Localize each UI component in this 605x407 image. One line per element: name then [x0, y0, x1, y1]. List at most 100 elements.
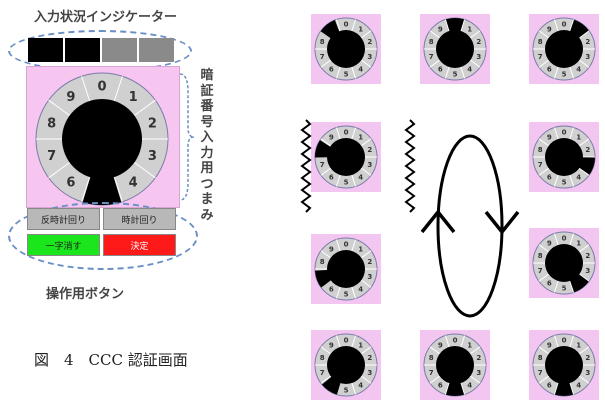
dial-divider	[361, 30, 372, 39]
dial-core[interactable]	[545, 346, 583, 384]
dial-digit-3: 3	[367, 369, 372, 377]
pin-dial[interactable]: 0123456789	[30, 70, 174, 208]
dial-digit-4: 4	[576, 66, 581, 74]
dial-digit-0: 0	[562, 129, 567, 137]
dial-digit-6: 6	[66, 176, 75, 191]
dial-digit-4: 4	[358, 382, 363, 390]
dial-divider	[320, 59, 331, 68]
dial-digit-8: 8	[429, 38, 434, 46]
dial-digit-1: 1	[576, 133, 581, 141]
dial-divider	[335, 239, 341, 252]
dial-divider	[538, 375, 549, 384]
dial-core[interactable]	[327, 138, 365, 176]
dial-digit-7: 7	[429, 369, 434, 377]
dial-divider	[335, 174, 341, 187]
dial-digit-2: 2	[367, 258, 372, 266]
dial-divider	[569, 382, 575, 395]
dial-digit-7: 7	[538, 53, 543, 61]
dial-divider	[470, 30, 481, 39]
dial-core[interactable]	[62, 99, 142, 179]
dial-digit-3: 3	[476, 53, 481, 61]
dial-digit-9: 9	[329, 341, 334, 349]
dial-digit-0: 0	[344, 129, 349, 137]
dial-digit-8: 8	[538, 354, 543, 362]
dial-digit-0: 0	[344, 337, 349, 345]
dial-digit-0: 0	[562, 235, 567, 243]
dial-divider	[351, 239, 357, 252]
dial-divider	[569, 233, 575, 246]
dial-divider	[538, 30, 549, 39]
dial-label: 暗証番号入力用つまみ	[200, 68, 214, 223]
dial-digit-9: 9	[547, 25, 552, 33]
dial-icon: 0123456789	[532, 231, 596, 295]
dial-divider	[335, 66, 341, 79]
dial-divider	[113, 76, 123, 102]
dial-divider	[579, 273, 590, 282]
dial-digit-2: 2	[585, 38, 590, 46]
rotation-cycle-icon	[420, 134, 520, 318]
dial-divider	[351, 335, 357, 348]
dial-divider	[538, 244, 549, 253]
dial-divider	[48, 99, 70, 116]
dial-digit-6: 6	[547, 174, 552, 182]
dial-digit-0: 0	[344, 241, 349, 249]
dial-core[interactable]	[327, 346, 365, 384]
dial-divider	[579, 138, 590, 147]
tile-r4-c3: 0123456789	[529, 330, 599, 400]
dial-divider	[444, 382, 450, 395]
dial-divider	[81, 76, 91, 102]
dial-digit-3: 3	[367, 273, 372, 281]
dial-digit-5: 5	[562, 285, 567, 293]
dial-core[interactable]	[545, 138, 583, 176]
dial-digit-1: 1	[129, 90, 138, 105]
dial-digit-1: 1	[467, 25, 472, 33]
dial-digit-9: 9	[547, 133, 552, 141]
figure-caption: 図 4 CCC 認証画面	[34, 351, 188, 369]
indicator-cell-3	[102, 38, 137, 62]
dial-digit-3: 3	[367, 53, 372, 61]
dial-divider	[538, 273, 549, 282]
dial-digit-8: 8	[429, 354, 434, 362]
clockwise-button[interactable]: 時計回り	[103, 208, 176, 230]
indicator-title: 入力状況インジケーター	[34, 10, 178, 25]
dial-divider	[579, 244, 590, 253]
dial-divider	[553, 233, 559, 246]
dial-digit-2: 2	[476, 354, 481, 362]
dial-digit-8: 8	[538, 252, 543, 260]
dial-core[interactable]	[545, 244, 583, 282]
tile-r1-c2: 0123456789	[420, 14, 490, 84]
dial-core[interactable]	[327, 250, 365, 288]
dial-divider	[361, 167, 372, 176]
tile-r3-c1: 0123456789	[311, 234, 381, 304]
dial-divider	[361, 59, 372, 68]
dial-divider	[335, 335, 341, 348]
dial-digit-1: 1	[358, 341, 363, 349]
dial-digit-7: 7	[320, 369, 325, 377]
dial-digit-0: 0	[453, 337, 458, 345]
delete-char-button[interactable]: 一字消す	[27, 234, 100, 256]
dial-core[interactable]	[436, 346, 474, 384]
dial-digit-8: 8	[538, 146, 543, 154]
indicator-cell-4	[139, 38, 174, 62]
dial-icon: 0123456789	[532, 125, 596, 189]
dial-divider	[361, 250, 372, 259]
counterclockwise-button[interactable]: 反時計回り	[27, 208, 100, 230]
dial-digit-8: 8	[538, 38, 543, 46]
tile-r4-c2: 0123456789	[420, 330, 490, 400]
dial-icon: 0123456789	[314, 17, 378, 81]
dial-digit-3: 3	[585, 53, 590, 61]
dial-divider	[470, 375, 481, 384]
dial-divider	[361, 138, 372, 147]
dial-digit-5: 5	[344, 179, 349, 187]
dial-core[interactable]	[545, 30, 583, 68]
dial-digit-6: 6	[547, 66, 552, 74]
dial-digit-4: 4	[358, 66, 363, 74]
dial-core[interactable]	[436, 30, 474, 68]
dial-digit-6: 6	[547, 280, 552, 288]
dial-divider	[429, 346, 440, 355]
confirm-button[interactable]: 決定	[103, 234, 176, 256]
dial-digit-1: 1	[576, 341, 581, 349]
dial-digit-9: 9	[329, 133, 334, 141]
dial-digit-4: 4	[358, 286, 363, 294]
dial-core[interactable]	[327, 30, 365, 68]
